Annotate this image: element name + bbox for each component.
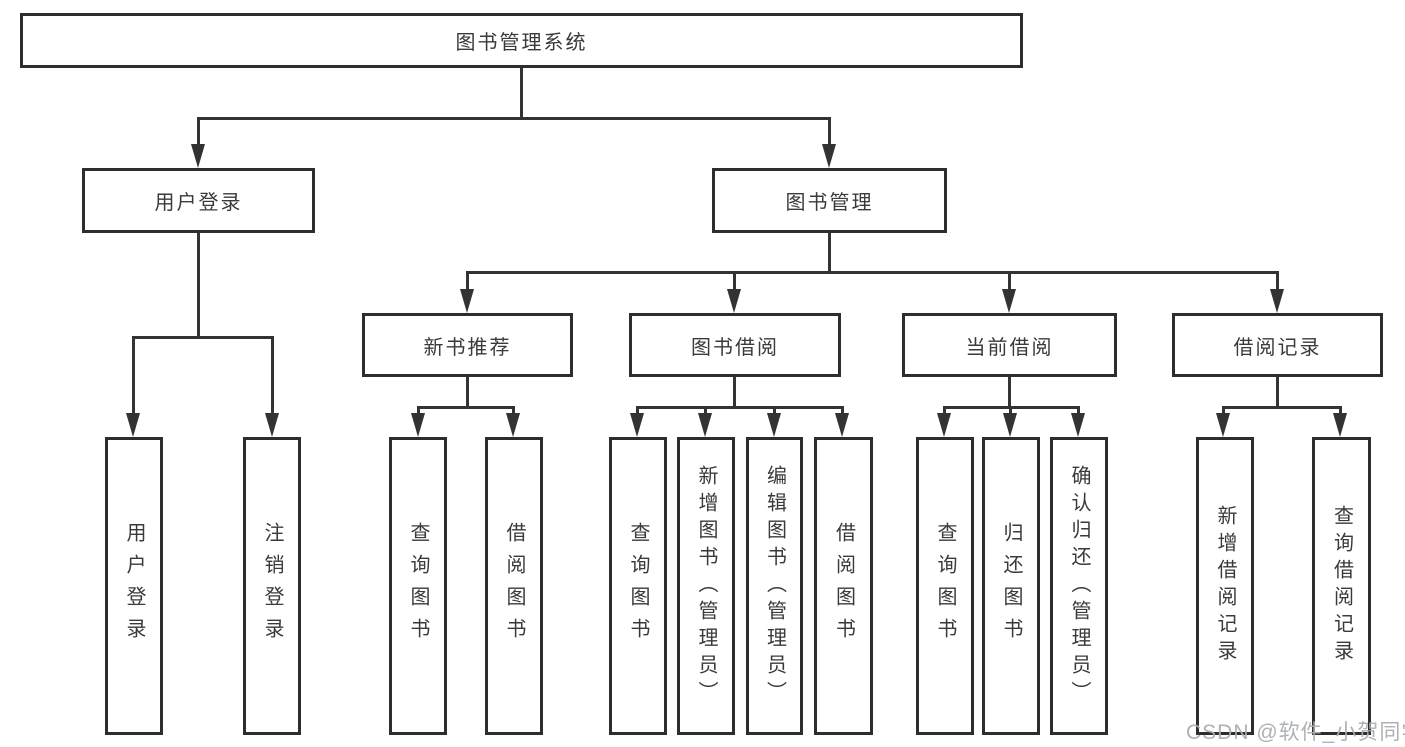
leaf-logout-label: 注销登录 bbox=[261, 522, 283, 650]
leaf-cb-query-books: 查询图书 bbox=[916, 437, 974, 735]
arrowhead-br-leaf2 bbox=[1333, 413, 1347, 437]
connector-new-book-stub bbox=[466, 377, 469, 409]
connector-to-book-borrow bbox=[733, 271, 736, 291]
connector-current-borrow-stub bbox=[1008, 377, 1011, 409]
connector-cb-leaf1 bbox=[943, 406, 946, 418]
node-book-borrow: 图书借阅 bbox=[629, 313, 841, 377]
connector-level3-junction bbox=[466, 271, 1279, 274]
connector-level2-junction bbox=[197, 117, 831, 120]
connector-borrow-records-junction bbox=[1222, 406, 1342, 409]
connector-user-login-stub bbox=[197, 233, 200, 339]
connector-br-leaf2 bbox=[1339, 406, 1342, 418]
node-new-book-recommend: 新书推荐 bbox=[362, 313, 573, 377]
connector-book-borrow-junction bbox=[636, 406, 844, 409]
leaf-bb-borrow-books: 借阅图书 bbox=[814, 437, 873, 735]
arrowhead-current-borrow bbox=[1002, 289, 1016, 313]
leaf-cb-return-books: 归还图书 bbox=[982, 437, 1040, 735]
connector-to-leaf-login bbox=[132, 336, 135, 416]
connector-to-borrow-records bbox=[1276, 271, 1279, 291]
node-current-borrow: 当前借阅 bbox=[902, 313, 1117, 377]
leaf-bb-edit-books-admin: 编辑图书（管理员） bbox=[746, 437, 803, 735]
leaf-bb-query-books-label: 查询图书 bbox=[627, 522, 649, 650]
arrowhead-leaf-logout bbox=[265, 413, 279, 437]
connector-book-management-stub bbox=[828, 233, 831, 274]
node-user-login: 用户登录 bbox=[82, 168, 315, 233]
leaf-br-query-record-label: 查询借阅记录 bbox=[1330, 505, 1353, 667]
arrowhead-book-management bbox=[822, 144, 836, 168]
leaf-cb-confirm-return-admin: 确认归还（管理员） bbox=[1050, 437, 1108, 735]
arrowhead-leaf-login bbox=[126, 413, 140, 437]
arrowhead-br-leaf1 bbox=[1216, 413, 1230, 437]
connector-to-user-login bbox=[197, 117, 200, 147]
connector-nb-leaf1 bbox=[417, 406, 420, 418]
arrowhead-new-book bbox=[460, 289, 474, 313]
leaf-user-login: 用户登录 bbox=[105, 437, 163, 735]
leaf-bb-add-books-admin-label: 新增图书（管理员） bbox=[695, 464, 717, 708]
node-book-management: 图书管理 bbox=[712, 168, 947, 233]
leaf-br-add-record-label: 新增借阅记录 bbox=[1214, 505, 1236, 667]
connector-book-borrow-stub bbox=[733, 377, 736, 409]
node-library-management-system: 图书管理系统 bbox=[20, 13, 1023, 68]
arrowhead-bb-leaf4 bbox=[835, 413, 849, 437]
arrowhead-cb-leaf2 bbox=[1003, 413, 1017, 437]
leaf-bb-add-books-admin: 新增图书（管理员） bbox=[677, 437, 735, 735]
arrowhead-cb-leaf1 bbox=[937, 413, 951, 437]
leaf-nb-query-books-label: 查询图书 bbox=[407, 522, 429, 650]
connector-to-current-borrow bbox=[1008, 271, 1011, 291]
leaf-bb-query-books: 查询图书 bbox=[609, 437, 667, 735]
csdn-watermark: CSDN @软件_小贺同学 bbox=[1186, 721, 1405, 744]
leaf-cb-confirm-return-admin-label: 确认归还（管理员） bbox=[1068, 464, 1090, 708]
arrowhead-bb-leaf1 bbox=[630, 413, 644, 437]
connector-to-new-book bbox=[466, 271, 469, 291]
node-borrow-records: 借阅记录 bbox=[1172, 313, 1383, 377]
leaf-cb-return-books-label: 归还图书 bbox=[1000, 522, 1022, 650]
connector-nb-leaf2 bbox=[512, 406, 515, 418]
connector-cb-leaf3 bbox=[1077, 406, 1080, 418]
leaf-nb-borrow-books: 借阅图书 bbox=[485, 437, 543, 735]
connector-to-leaf-logout bbox=[271, 336, 274, 416]
leaf-logout: 注销登录 bbox=[243, 437, 301, 735]
connector-user-login-junction bbox=[132, 336, 274, 339]
connector-new-book-junction bbox=[417, 406, 515, 409]
leaf-cb-query-books-label: 查询图书 bbox=[934, 522, 956, 650]
arrowhead-nb-leaf2 bbox=[506, 413, 520, 437]
connector-root-stub bbox=[520, 68, 523, 120]
arrowhead-cb-leaf3 bbox=[1071, 413, 1085, 437]
arrowhead-bb-leaf3 bbox=[767, 413, 781, 437]
connector-bb-leaf4 bbox=[841, 406, 844, 418]
leaf-br-add-record: 新增借阅记录 bbox=[1196, 437, 1254, 735]
leaf-br-query-record: 查询借阅记录 bbox=[1312, 437, 1371, 735]
arrowhead-borrow-records bbox=[1270, 289, 1284, 313]
arrowhead-bb-leaf2 bbox=[698, 413, 712, 437]
leaf-user-login-label: 用户登录 bbox=[123, 522, 145, 650]
arrowhead-book-borrow bbox=[727, 289, 741, 313]
connector-bb-leaf2 bbox=[704, 406, 707, 418]
connector-to-book-management bbox=[828, 117, 831, 147]
connector-borrow-records-stub bbox=[1276, 377, 1279, 409]
leaf-bb-borrow-books-label: 借阅图书 bbox=[832, 522, 855, 650]
connector-bb-leaf1 bbox=[636, 406, 639, 418]
leaf-bb-edit-books-admin-label: 编辑图书（管理员） bbox=[763, 464, 786, 708]
leaf-nb-query-books: 查询图书 bbox=[389, 437, 447, 735]
connector-bb-leaf3 bbox=[773, 406, 776, 418]
arrowhead-user-login bbox=[191, 144, 205, 168]
connector-cb-leaf2 bbox=[1009, 406, 1012, 418]
leaf-nb-borrow-books-label: 借阅图书 bbox=[503, 522, 525, 650]
arrowhead-nb-leaf1 bbox=[411, 413, 425, 437]
connector-br-leaf1 bbox=[1222, 406, 1225, 418]
